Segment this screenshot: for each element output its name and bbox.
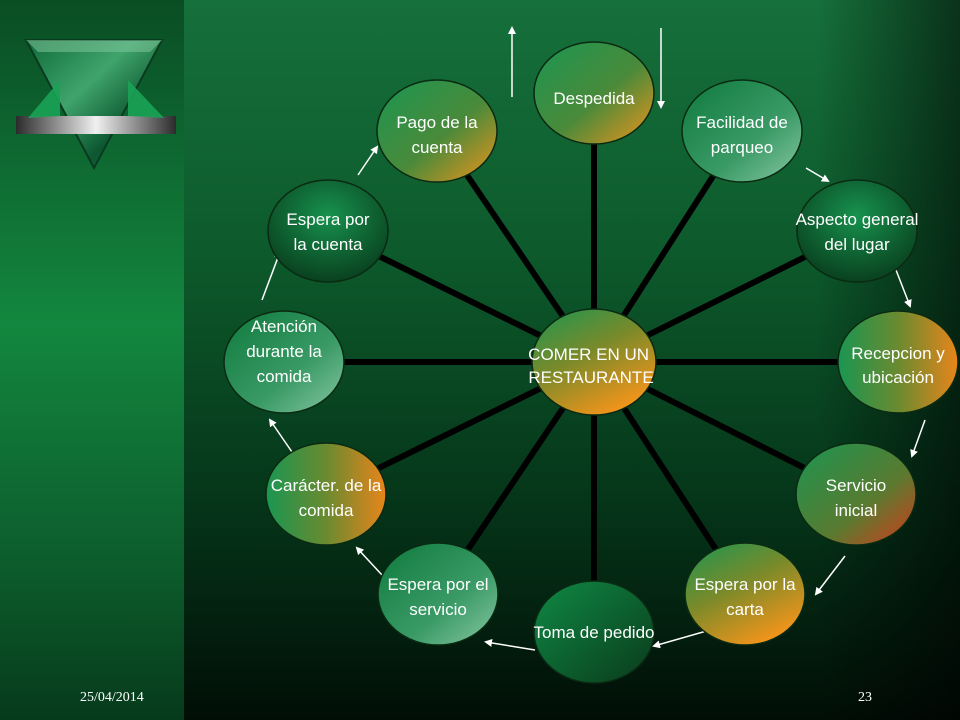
cycle-node-shape [795, 442, 917, 546]
flow-arrow [814, 555, 846, 596]
cycle-node-shape [533, 41, 655, 145]
center-node: COMER EN UN RESTAURANTE [528, 308, 657, 416]
footer-page-number: 23 [858, 690, 872, 705]
cycle-node-shape [681, 79, 803, 183]
cycle-node-shape [265, 442, 387, 546]
cycle-node-label: Toma de pedido [534, 623, 655, 642]
cycle-node-shape [837, 310, 959, 414]
flow-arrow [357, 145, 379, 176]
flow-arrow [805, 167, 830, 183]
cycle-node-shape [223, 310, 345, 414]
flow-arrow [355, 546, 383, 576]
flow-arrow [895, 269, 912, 308]
cycle-node-shape [376, 79, 498, 183]
center-node-label: COMER EN UN RESTAURANTE [528, 345, 654, 387]
cycle-node-shape [267, 179, 389, 283]
flow-arrow [268, 418, 293, 453]
flow-arrow [261, 250, 282, 301]
flow-arrow [484, 639, 536, 651]
flow-arrow [910, 419, 926, 458]
cycle-node-shape [684, 542, 806, 646]
flow-arrows [261, 26, 926, 651]
cycle-node: Toma de pedido [533, 580, 655, 684]
flow-arrow [652, 629, 711, 649]
cycle-node: Despedida [533, 41, 655, 145]
logo-triangle [16, 39, 176, 171]
cycle-node-label: Despedida [553, 89, 635, 108]
cycle-node-shape [796, 179, 918, 283]
cycle-node-shape [377, 542, 499, 646]
cycle-node-shape [533, 580, 655, 684]
footer-date: 25/04/2014 [80, 690, 144, 705]
